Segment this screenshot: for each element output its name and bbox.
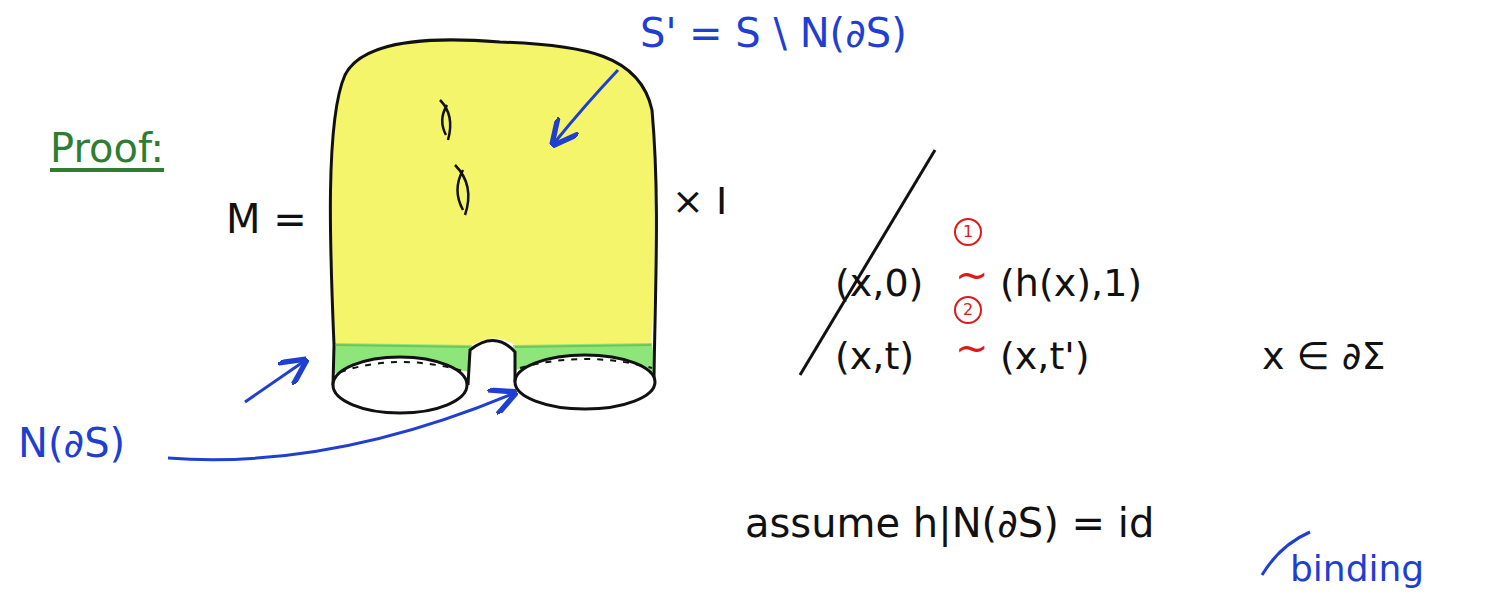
- surface-outline: [330, 40, 656, 385]
- region-label: N(∂S): [18, 420, 125, 466]
- equation-label: M =: [226, 196, 307, 242]
- handle-mark: [440, 100, 450, 140]
- pointer-arrow: [168, 394, 512, 460]
- region-label: S' = S \ N(∂S): [640, 10, 907, 56]
- relation-term: (x,t'): [1000, 335, 1090, 379]
- surface-body: [331, 40, 657, 345]
- relation-term: (h(x),1): [1000, 262, 1142, 306]
- dashed-arc: [340, 362, 466, 372]
- boundary-circle: [515, 355, 655, 409]
- heading-label: Proof:: [50, 125, 164, 171]
- callout-number: 1: [954, 218, 982, 246]
- surface-outline: [468, 340, 515, 385]
- callout-number: 2: [954, 296, 982, 324]
- handle-mark: [455, 165, 468, 215]
- note-label: assume h|N(∂S) = id: [745, 500, 1154, 546]
- band-edge: [335, 345, 651, 347]
- dashed-arc: [520, 359, 652, 368]
- relation-term: x ∈ ∂Σ: [1262, 335, 1385, 379]
- boundary-circle: [333, 357, 467, 413]
- relation-term: (x,t): [835, 335, 914, 379]
- relation-symbol: ~: [955, 252, 989, 298]
- relation-term: (x,0): [835, 262, 923, 306]
- pointer-arrow: [555, 70, 618, 142]
- relation-symbol: ~: [955, 325, 989, 371]
- product-label: × I: [672, 180, 727, 224]
- pointer-arrow: [245, 362, 303, 402]
- note-label: binding: [1290, 548, 1424, 589]
